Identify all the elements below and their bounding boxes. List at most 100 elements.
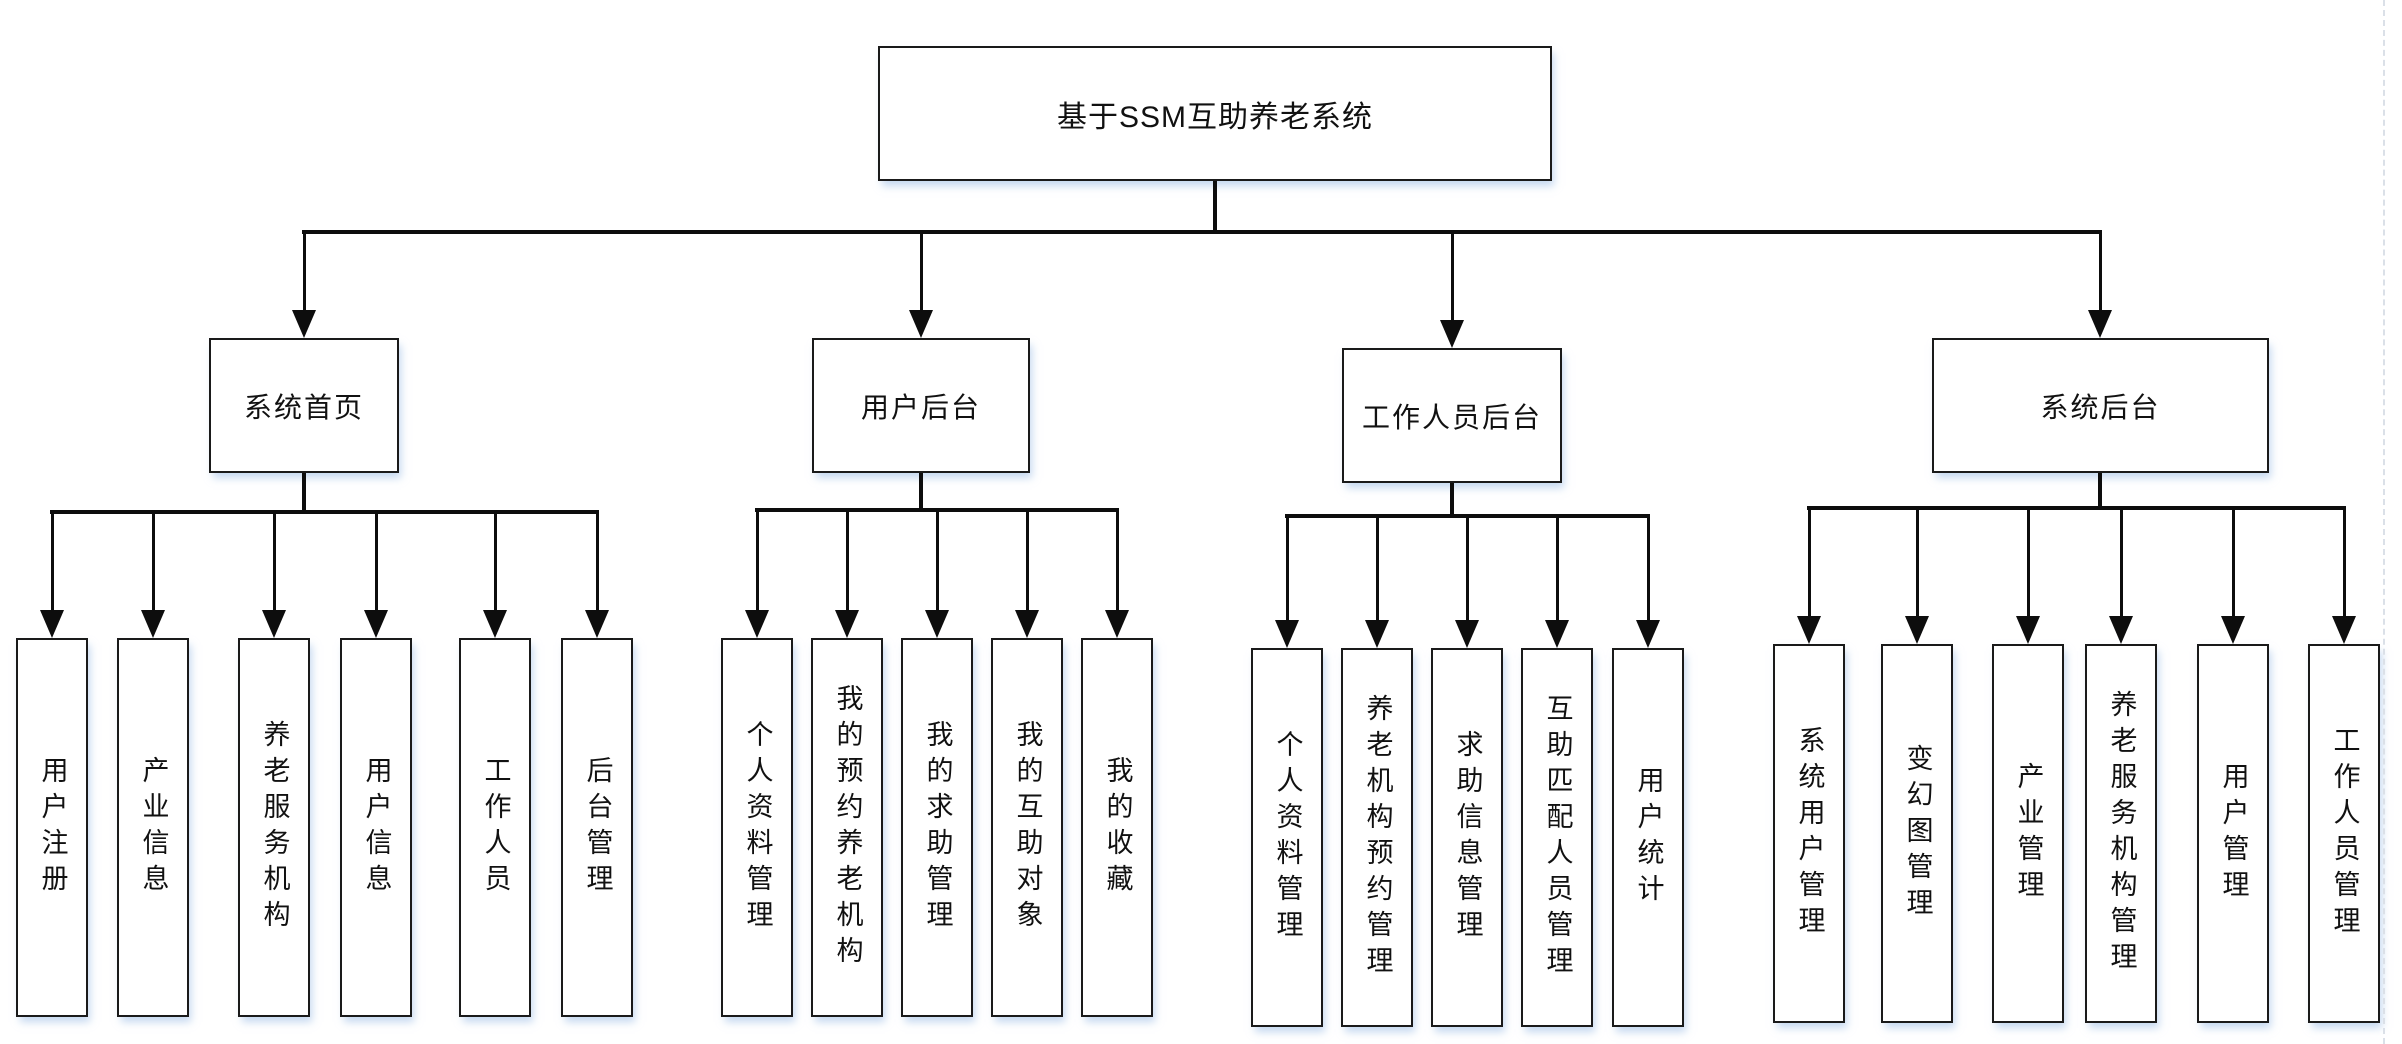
connector-leaf-drop (2231, 508, 2235, 620)
connector-leaf-drop (595, 512, 599, 614)
node-leaf-2-0: 个人资料管理 (1251, 648, 1323, 1027)
arrow-down-icon (1636, 620, 1660, 648)
connector-branch-stem (1450, 483, 1454, 518)
node-root-label: 基于SSM互助养老系统 (1056, 100, 1373, 134)
node-leaf-1-4-label: 我的收藏 (1102, 755, 1133, 900)
node-leaf-3-1-label: 变幻图管理 (1902, 743, 1933, 924)
connector-branch-stem (302, 473, 306, 514)
connector-leaf-drop (1115, 510, 1119, 614)
node-leaf-2-2-label: 求助信息管理 (1452, 729, 1483, 946)
node-leaf-2-3-label: 互助匹配人员管理 (1542, 693, 1573, 982)
connector-leaf-drop (151, 512, 155, 614)
connector-leaf-drop (50, 512, 54, 614)
connector-leaf-drop (1375, 516, 1379, 624)
connector-leaf-drop (845, 510, 849, 614)
arrow-down-icon (2221, 616, 2245, 644)
connector-leaf-drop (755, 510, 759, 614)
node-leaf-2-3: 互助匹配人员管理 (1521, 648, 1593, 1027)
node-leaf-0-4-label: 工作人员 (480, 755, 511, 900)
arrow-down-icon (1105, 610, 1129, 638)
node-leaf-3-0: 系统用户管理 (1773, 644, 1845, 1023)
node-branch-3: 系统后台 (1932, 338, 2269, 473)
node-leaf-2-2: 求助信息管理 (1431, 648, 1503, 1027)
connector-leaf-drop (1807, 508, 1811, 620)
connector-leaf-drop (935, 510, 939, 614)
connector-leaf-drop (493, 512, 497, 614)
arrow-down-icon (262, 610, 286, 638)
connector-branch-drop (1450, 232, 1454, 324)
connector-branch-stem (2098, 473, 2102, 510)
node-leaf-3-5-label: 工作人员管理 (2329, 725, 2360, 942)
node-leaf-0-5: 后台管理 (561, 638, 633, 1017)
node-leaf-3-2-label: 产业管理 (2013, 761, 2044, 906)
connector-leaf-drop (374, 512, 378, 614)
node-leaf-3-4: 用户管理 (2197, 644, 2269, 1023)
arrow-down-icon (364, 610, 388, 638)
node-branch-2-label: 工作人员后台 (1361, 401, 1542, 433)
connector-leaf-drop (272, 512, 276, 614)
connector-branch-bus (1807, 506, 2346, 510)
arrow-down-icon (141, 610, 165, 638)
node-leaf-1-0: 个人资料管理 (721, 638, 793, 1017)
node-leaf-3-1: 变幻图管理 (1881, 644, 1953, 1023)
node-leaf-0-4: 工作人员 (459, 638, 531, 1017)
connector-branch-drop (302, 232, 306, 314)
arrow-down-icon (745, 610, 769, 638)
connector-branch-drop (919, 232, 923, 314)
node-leaf-3-2: 产业管理 (1992, 644, 2064, 1023)
node-leaf-2-0-label: 个人资料管理 (1272, 729, 1303, 946)
node-branch-0: 系统首页 (209, 338, 399, 473)
arrow-down-icon (1275, 620, 1299, 648)
node-leaf-1-3-label: 我的互助对象 (1012, 719, 1043, 936)
node-branch-2: 工作人员后台 (1342, 348, 1562, 483)
connector-branch-drop (2098, 232, 2102, 314)
node-leaf-3-3-label: 养老服务机构管理 (2106, 689, 2137, 978)
node-branch-1: 用户后台 (812, 338, 1030, 473)
arrow-down-icon (1797, 616, 1821, 644)
node-leaf-1-0-label: 个人资料管理 (742, 719, 773, 936)
node-leaf-0-2-label: 养老服务机构 (259, 719, 290, 936)
arrow-down-icon (925, 610, 949, 638)
connector-root-stem (1213, 181, 1217, 232)
node-leaf-2-4: 用户统计 (1612, 648, 1684, 1027)
arrow-down-icon (1905, 616, 1929, 644)
arrow-down-icon (835, 610, 859, 638)
arrow-down-icon (40, 610, 64, 638)
node-leaf-3-0-label: 系统用户管理 (1794, 725, 1825, 942)
connector-leaf-drop (1025, 510, 1029, 614)
node-root: 基于SSM互助养老系统 (878, 46, 1552, 181)
node-leaf-0-0-label: 用户注册 (37, 755, 68, 900)
node-leaf-1-2-label: 我的求助管理 (922, 719, 953, 936)
node-leaf-1-1-label: 我的预约养老机构 (832, 683, 863, 972)
arrow-down-icon (2109, 616, 2133, 644)
connector-leaf-drop (1465, 516, 1469, 624)
arrow-down-icon (483, 610, 507, 638)
node-branch-0-label: 系统首页 (243, 391, 364, 423)
arrow-down-icon (2016, 616, 2040, 644)
arrow-down-icon (909, 310, 933, 338)
node-leaf-0-3: 用户信息 (340, 638, 412, 1017)
node-branch-3-label: 系统后台 (2040, 391, 2161, 423)
node-leaf-1-1: 我的预约养老机构 (811, 638, 883, 1017)
connector-leaf-drop (1285, 516, 1289, 624)
connector-branch-stem (919, 473, 923, 512)
connector-leaf-drop (2119, 508, 2123, 620)
arrow-down-icon (2088, 310, 2112, 338)
node-leaf-2-1-label: 养老机构预约管理 (1362, 693, 1393, 982)
connector-leaf-drop (1555, 516, 1559, 624)
node-leaf-0-0: 用户注册 (16, 638, 88, 1017)
arrow-down-icon (292, 310, 316, 338)
node-leaf-0-3-label: 用户信息 (361, 755, 392, 900)
arrow-down-icon (1545, 620, 1569, 648)
arrow-down-icon (1440, 320, 1464, 348)
node-leaf-0-2: 养老服务机构 (238, 638, 310, 1017)
node-branch-1-label: 用户后台 (860, 391, 981, 423)
arrow-down-icon (1365, 620, 1389, 648)
node-leaf-1-3: 我的互助对象 (991, 638, 1063, 1017)
connector-branch-bus (50, 510, 599, 514)
connector-leaf-drop (1646, 516, 1650, 624)
page-boundary-guide (2383, 0, 2385, 1044)
connector-root-bus (302, 230, 2102, 234)
node-leaf-1-4: 我的收藏 (1081, 638, 1153, 1017)
